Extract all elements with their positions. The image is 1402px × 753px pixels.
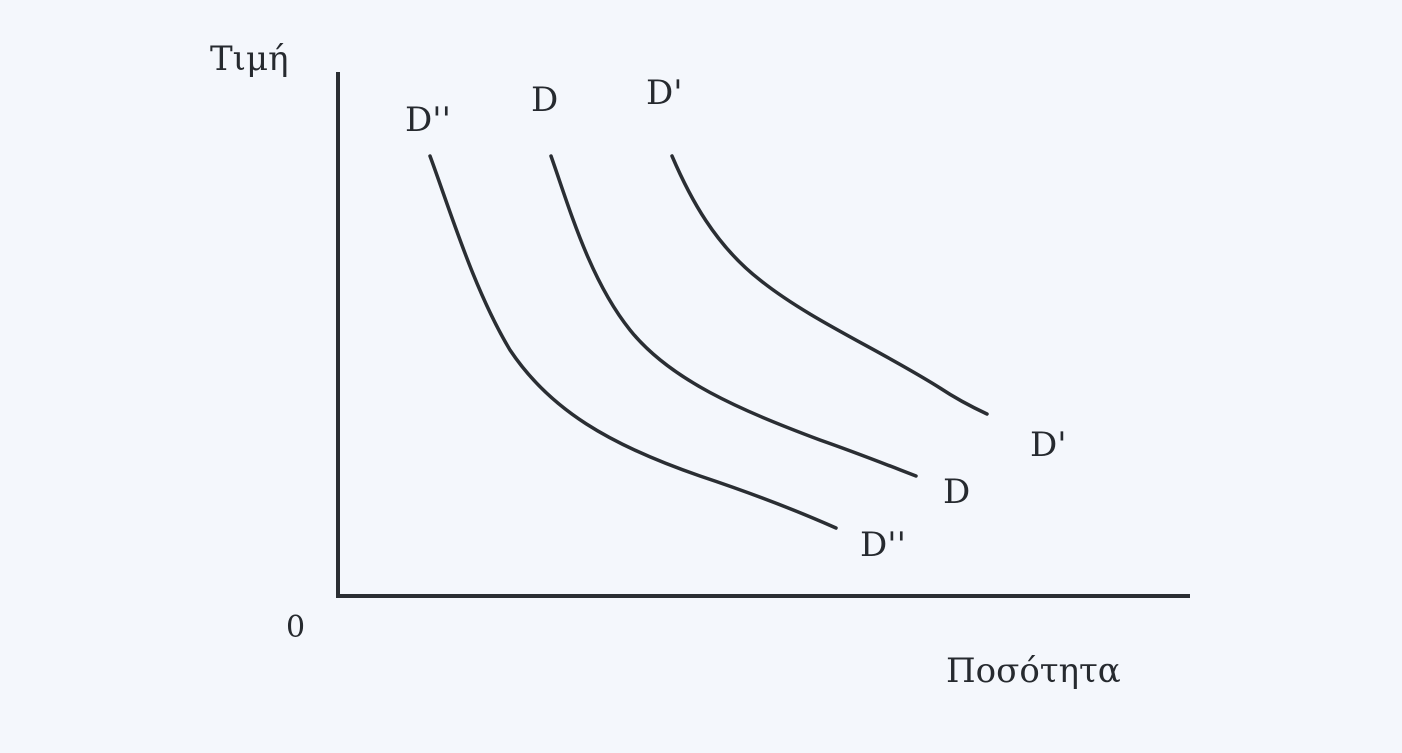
curve-d-prime-end-label: D' bbox=[1030, 425, 1067, 465]
curve-d-prime-top-label: D' bbox=[646, 73, 683, 113]
curve-d-double-prime-end-label: D'' bbox=[860, 525, 906, 565]
curve-d bbox=[549, 154, 918, 478]
curve-d-prime bbox=[670, 154, 989, 416]
curve-d-top-label: D bbox=[531, 80, 558, 120]
origin-label: 0 bbox=[286, 610, 305, 645]
curve-d-double-prime-top-label: D'' bbox=[405, 100, 451, 140]
y-axis-label: Τιμή bbox=[210, 39, 288, 79]
curve-d-end-label: D bbox=[943, 472, 970, 512]
x-axis-label: Ποσότητα bbox=[946, 651, 1121, 691]
curve-d-double-prime bbox=[428, 154, 838, 530]
